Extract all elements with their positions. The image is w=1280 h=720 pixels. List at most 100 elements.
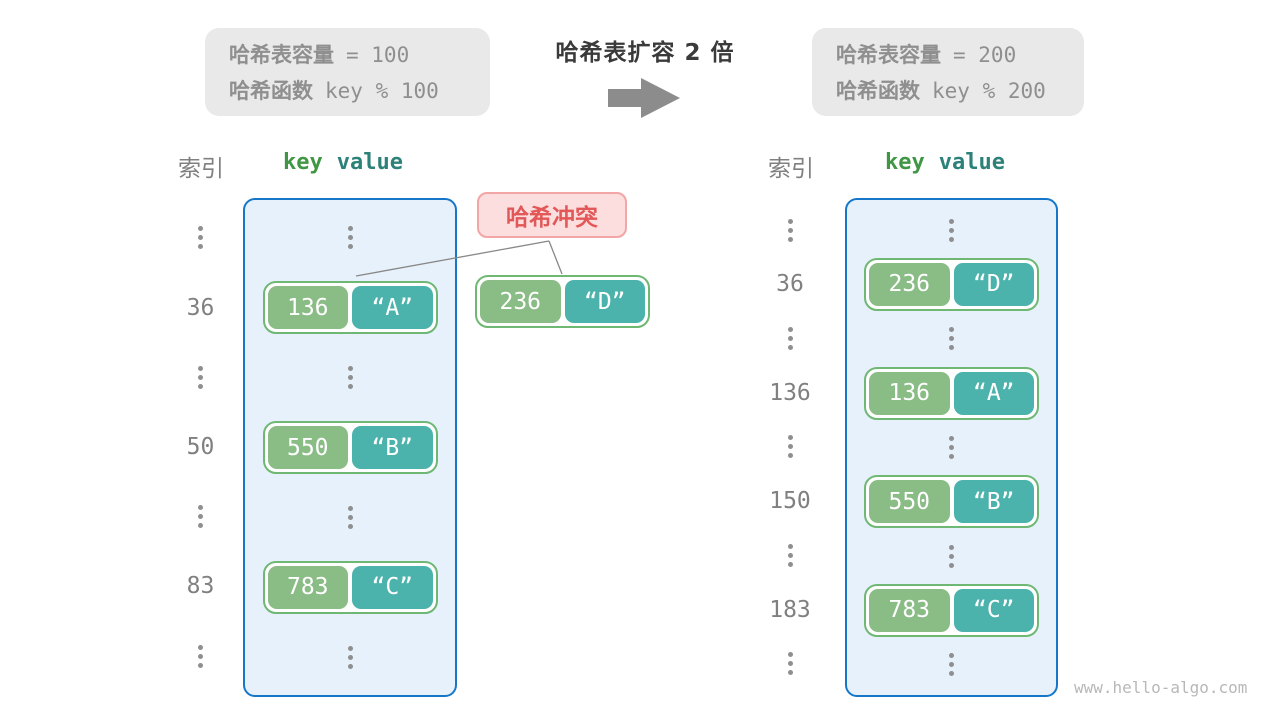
table-row bbox=[847, 420, 1056, 474]
right-table-rows: 236“D” 136“A” 550“B” 783“C” bbox=[847, 200, 1056, 695]
table-row: 550“B” bbox=[245, 413, 455, 483]
vertical-ellipsis-icon bbox=[198, 226, 203, 250]
value-box: “C” bbox=[953, 588, 1034, 632]
vertical-ellipsis-icon bbox=[787, 218, 793, 242]
index-cell bbox=[745, 420, 835, 474]
index-value: 136 bbox=[769, 379, 811, 406]
table-row bbox=[847, 312, 1056, 366]
left-key-value-header: key value bbox=[283, 150, 403, 175]
hash-function-line: 哈希函数 key % 200 bbox=[836, 75, 1060, 105]
key-box: 550 bbox=[267, 426, 348, 469]
right-arrow-icon bbox=[608, 78, 680, 118]
vertical-ellipsis-icon bbox=[787, 327, 793, 351]
capacity-200-info-box: 哈希表容量 = 200 哈希函数 key % 200 bbox=[812, 28, 1084, 116]
index-cell bbox=[745, 311, 835, 365]
key-value-pair: 550“B” bbox=[864, 475, 1039, 529]
hash-function-label: 哈希函数 bbox=[229, 79, 313, 103]
key-value-pair: 783“C” bbox=[864, 583, 1039, 637]
vertical-ellipsis-icon bbox=[347, 226, 353, 250]
value-box: “B” bbox=[352, 426, 433, 469]
capacity-value: = 200 bbox=[953, 43, 1017, 67]
capacity-label: 哈希表容量 bbox=[836, 43, 941, 67]
table-row bbox=[847, 638, 1056, 692]
index-cell bbox=[745, 637, 835, 691]
left-index-column: 36 50 83 bbox=[158, 200, 243, 694]
vertical-ellipsis-icon bbox=[949, 653, 954, 677]
table-row bbox=[245, 343, 455, 413]
hash-function-line: 哈希函数 key % 100 bbox=[229, 75, 466, 105]
index-cell: 183 bbox=[745, 583, 835, 637]
index-cell bbox=[158, 342, 243, 412]
key-box: 236 bbox=[869, 262, 950, 306]
key-box: 236 bbox=[480, 280, 561, 323]
value-box: “B” bbox=[953, 480, 1034, 524]
watermark: www.hello-algo.com bbox=[1074, 678, 1248, 697]
key-header: key bbox=[283, 150, 323, 175]
left-table-rows: 136“A” 550“B” 783“C” bbox=[245, 200, 455, 695]
vertical-ellipsis-icon bbox=[949, 544, 954, 568]
right-index-header: 索引 bbox=[768, 156, 814, 182]
index-cell: 36 bbox=[745, 257, 835, 311]
right-index-column: 36 136 150 183 bbox=[745, 200, 835, 694]
hash-function-label: 哈希函数 bbox=[836, 79, 920, 103]
key-box: 136 bbox=[869, 371, 950, 415]
vertical-ellipsis-icon bbox=[198, 644, 203, 668]
expand-title: 哈希表扩容 2 倍 bbox=[555, 40, 735, 66]
vertical-ellipsis-icon bbox=[347, 366, 353, 390]
table-row bbox=[245, 203, 455, 273]
capacity-line: 哈希表容量 = 200 bbox=[836, 39, 1060, 69]
table-row: 783“C” bbox=[847, 583, 1056, 637]
table-row: 136“A” bbox=[245, 273, 455, 343]
hash-function-value: key % 100 bbox=[325, 79, 439, 103]
index-cell bbox=[158, 203, 243, 273]
index-value: 150 bbox=[769, 488, 811, 515]
table-row bbox=[245, 482, 455, 552]
index-value: 83 bbox=[186, 573, 215, 600]
table-row: 236“D” bbox=[847, 257, 1056, 311]
table-row: 550“B” bbox=[847, 475, 1056, 529]
index-value: 36 bbox=[776, 271, 804, 298]
index-cell: 83 bbox=[158, 552, 243, 622]
key-value-pair: 783“C” bbox=[262, 560, 438, 614]
index-value: 50 bbox=[186, 434, 215, 461]
value-box: “D” bbox=[564, 280, 645, 323]
index-cell: 36 bbox=[158, 273, 243, 343]
index-value: 183 bbox=[769, 596, 811, 623]
capacity-label: 哈希表容量 bbox=[229, 43, 334, 67]
key-value-pair: 236“D” bbox=[864, 257, 1039, 311]
capacity-line: 哈希表容量 = 100 bbox=[229, 39, 466, 69]
index-cell bbox=[158, 482, 243, 552]
table-row: 783“C” bbox=[245, 552, 455, 622]
value-header: value bbox=[938, 150, 1005, 175]
key-box: 783 bbox=[267, 565, 348, 609]
key-box: 783 bbox=[869, 588, 950, 632]
value-box: “A” bbox=[953, 371, 1034, 415]
left-hash-table: 136“A” 550“B” 783“C” bbox=[243, 198, 457, 697]
index-cell bbox=[158, 621, 243, 691]
hash-collision-badge: 哈希冲突 bbox=[477, 192, 627, 238]
key-value-pair: 136“A” bbox=[864, 366, 1039, 420]
table-row bbox=[245, 622, 455, 692]
key-value-pair: 136“A” bbox=[262, 281, 438, 335]
key-header: key bbox=[885, 150, 925, 175]
right-key-value-header: key value bbox=[885, 150, 1005, 175]
index-cell: 150 bbox=[745, 474, 835, 528]
vertical-ellipsis-icon bbox=[787, 435, 793, 459]
value-header: value bbox=[336, 150, 403, 175]
vertical-ellipsis-icon bbox=[787, 652, 793, 676]
table-row: 136“A” bbox=[847, 366, 1056, 420]
table-row bbox=[847, 529, 1056, 583]
vertical-ellipsis-icon bbox=[198, 365, 203, 389]
index-cell bbox=[745, 528, 835, 582]
vertical-ellipsis-icon bbox=[949, 327, 954, 351]
vertical-ellipsis-icon bbox=[347, 505, 353, 529]
capacity-value: = 100 bbox=[346, 43, 410, 67]
index-cell: 136 bbox=[745, 366, 835, 420]
table-row bbox=[847, 203, 1056, 257]
vertical-ellipsis-icon bbox=[347, 645, 353, 669]
capacity-100-info-box: 哈希表容量 = 100 哈希函数 key % 100 bbox=[205, 28, 490, 116]
right-hash-table: 236“D” 136“A” 550“B” 783“C” bbox=[845, 198, 1058, 697]
hash-function-value: key % 200 bbox=[932, 79, 1046, 103]
vertical-ellipsis-icon bbox=[949, 218, 954, 242]
value-box: “A” bbox=[352, 286, 433, 330]
